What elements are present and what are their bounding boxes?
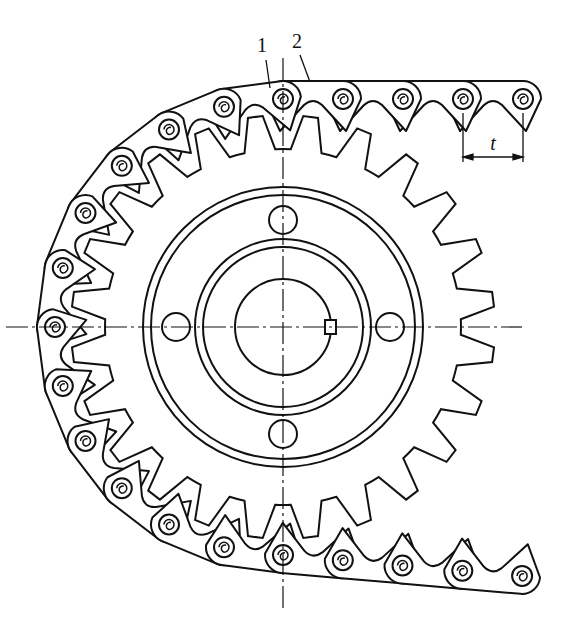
chain-pin: [53, 258, 73, 278]
chain-pin: [112, 156, 132, 176]
pin-spiral: [117, 161, 127, 171]
leader-line: [266, 60, 270, 88]
pin-spiral: [338, 94, 348, 104]
chain-pin: [159, 515, 179, 535]
chain-link: [39, 357, 122, 464]
pin-spiral: [58, 263, 68, 273]
pin-spiral: [458, 94, 468, 104]
chain-pin: [214, 537, 234, 557]
pin-spiral: [398, 94, 408, 104]
chain-pin: [214, 97, 234, 117]
extension-line: [462, 113, 463, 162]
pin-spiral: [117, 483, 127, 493]
pin-spiral: [81, 208, 91, 218]
pin-spiral: [457, 566, 467, 576]
pin-spiral: [58, 381, 68, 391]
chain-pin: [393, 556, 413, 576]
chain-pin: [159, 120, 179, 140]
leader-lines: [266, 55, 523, 162]
center-lines: [6, 58, 522, 612]
pin-spiral: [518, 94, 528, 104]
chain-pin: [453, 89, 473, 109]
chain-pin: [452, 561, 472, 581]
chain-pin: [76, 203, 96, 223]
chain-pin: [513, 89, 533, 109]
chain-pin: [333, 89, 353, 109]
chain-link: [35, 305, 97, 406]
pin-spiral: [398, 561, 408, 571]
pin-spiral: [219, 542, 229, 552]
pin-spiral: [219, 102, 229, 112]
dimension-arrows: [463, 154, 523, 160]
pin-spiral: [81, 436, 91, 446]
callout-number: 1: [255, 35, 269, 55]
chain-link: [145, 83, 252, 166]
silent-chain: [35, 79, 543, 596]
pin-spiral: [517, 571, 527, 581]
chain-pin: [76, 431, 96, 451]
extension-line: [522, 113, 523, 162]
pin-spiral: [164, 125, 174, 135]
pin-spiral: [338, 555, 348, 565]
pin-spiral: [164, 520, 174, 530]
chain-pin: [393, 89, 413, 109]
chain-link: [204, 79, 305, 141]
chain-pin: [333, 550, 353, 570]
callout-number: 2: [290, 31, 304, 51]
chain-pin: [512, 566, 532, 586]
chain-pin: [53, 376, 73, 396]
pitch-label: t: [488, 133, 498, 153]
chain-pin: [112, 478, 132, 498]
leader-line: [300, 55, 310, 82]
chain-link: [443, 537, 543, 595]
